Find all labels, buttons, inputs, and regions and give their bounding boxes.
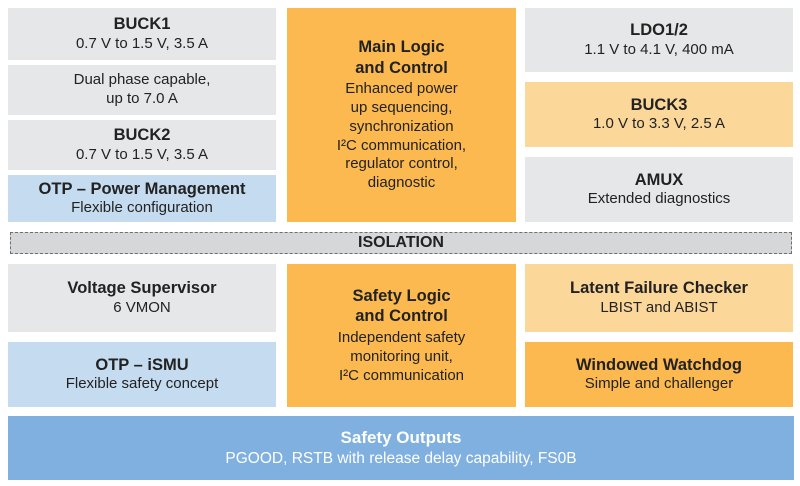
- buck1-block: BUCK1 0.7 V to 1.5 V, 3.5 A: [8, 8, 276, 60]
- ldo-spec: 1.1 V to 4.1 V, 400 mA: [584, 40, 734, 58]
- otp-ismu-sub: Flexible safety concept: [65, 375, 219, 393]
- windowed-watchdog-block: Windowed Watchdog Simple and challenger: [525, 342, 793, 407]
- ldo-block: LDO1/2 1.1 V to 4.1 V, 400 mA: [525, 8, 793, 72]
- buck2-block: BUCK2 0.7 V to 1.5 V, 3.5 A: [8, 120, 276, 170]
- buck3-block: BUCK3 1.0 V to 3.3 V, 2.5 A: [525, 82, 793, 147]
- safety-outputs-title: Safety Outputs: [340, 427, 462, 447]
- buck1-title: BUCK1: [113, 15, 171, 34]
- dual-phase-block: Dual phase capable, up to 7.0 A: [8, 65, 276, 115]
- otp-pm-sub: Flexible configuration: [71, 199, 213, 217]
- latent-failure-title: Latent Failure Checker: [570, 279, 748, 298]
- buck1-spec: 0.7 V to 1.5 V, 3.5 A: [75, 34, 209, 52]
- safety-logic-title-line1: Safety Logic: [352, 286, 451, 305]
- ldo-title: LDO1/2: [630, 21, 688, 40]
- otp-ismu-block: OTP – iSMU Flexible safety concept: [8, 342, 276, 407]
- dual-phase-line2: up to 7.0 A: [106, 90, 178, 107]
- voltage-supervisor-block: Voltage Supervisor 6 VMON: [8, 264, 276, 332]
- safety-logic-line: monitoring unit,: [350, 347, 453, 365]
- otp-pm-title: OTP – Power Management: [38, 179, 246, 198]
- safety-logic-block: Safety Logic and Control Independent saf…: [287, 264, 516, 407]
- main-logic-line: synchronization: [349, 117, 454, 135]
- latent-failure-sub: LBIST and ABIST: [600, 298, 718, 316]
- safety-outputs-block: Safety Outputs PGOOD, RSTB with release …: [8, 416, 794, 480]
- watchdog-sub: Simple and challenger: [584, 375, 734, 393]
- main-logic-line: I²C communication,: [336, 136, 467, 154]
- buck2-title: BUCK2: [113, 126, 171, 145]
- main-logic-title-line1: Main Logic: [358, 38, 445, 57]
- voltage-supervisor-title: Voltage Supervisor: [67, 279, 217, 298]
- main-logic-block: Main Logic and Control Enhanced power up…: [287, 8, 516, 222]
- isolation-label: ISOLATION: [358, 234, 444, 251]
- latent-failure-checker-block: Latent Failure Checker LBIST and ABIST: [525, 264, 793, 332]
- amux-sub: Extended diagnostics: [587, 190, 731, 208]
- buck3-title: BUCK3: [630, 95, 688, 114]
- main-logic-line: Enhanced power: [345, 80, 458, 98]
- main-logic-line: regulator control,: [345, 155, 458, 173]
- main-logic-line: up sequencing,: [350, 99, 453, 117]
- voltage-supervisor-sub: 6 VMON: [113, 298, 171, 316]
- safety-outputs-sub: PGOOD, RSTB with release delay capabilit…: [225, 449, 577, 467]
- main-logic-title-line2: and Control: [355, 58, 448, 77]
- amux-block: AMUX Extended diagnostics: [525, 157, 793, 222]
- main-logic-line: diagnostic: [367, 174, 436, 192]
- amux-title: AMUX: [634, 170, 684, 189]
- safety-logic-line: Independent safety: [337, 329, 466, 346]
- buck3-spec: 1.0 V to 3.3 V, 2.5 A: [592, 115, 726, 133]
- otp-ismu-title: OTP – iSMU: [95, 355, 189, 374]
- buck2-spec: 0.7 V to 1.5 V, 3.5 A: [75, 145, 209, 163]
- safety-logic-title-line2: and Control: [355, 307, 448, 326]
- dual-phase-line1: Dual phase capable,: [73, 71, 211, 89]
- watchdog-title: Windowed Watchdog: [575, 355, 743, 374]
- safety-logic-line: I²C communication: [338, 366, 465, 384]
- isolation-bar: ISOLATION: [10, 232, 792, 254]
- otp-power-management-block: OTP – Power Management Flexible configur…: [8, 175, 276, 222]
